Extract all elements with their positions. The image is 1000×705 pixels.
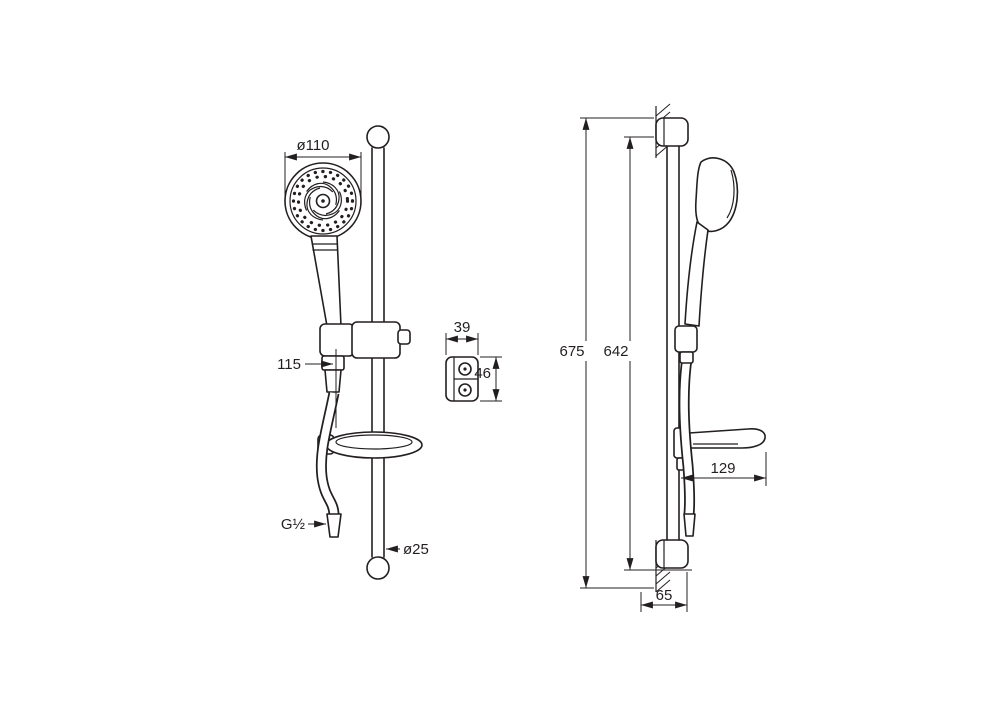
dimensions-front: ø110 115 39 46 G½ ø25 xyxy=(277,137,502,558)
handle-side xyxy=(684,221,709,327)
hose-side xyxy=(678,351,696,537)
shower-head-front xyxy=(284,162,362,240)
dim-bracket-height: 46 xyxy=(474,365,491,382)
hose-cone xyxy=(324,369,342,393)
dimensions-side: 675 642 129 65 xyxy=(559,117,767,612)
soap-dish-front xyxy=(317,431,423,459)
handle-cup xyxy=(319,323,355,357)
wall-bracket-detail xyxy=(445,356,479,402)
dim-thread-size: G½ xyxy=(281,516,306,533)
rail-bottom-knob xyxy=(366,556,390,580)
dim-bar-height: 642 xyxy=(603,343,628,360)
hose-end-fitting xyxy=(326,513,342,538)
wall-section xyxy=(655,103,671,593)
dim-head-diameter: ø110 xyxy=(296,137,329,154)
slider-knob xyxy=(397,329,411,345)
dim-dish-depth: 129 xyxy=(710,460,735,477)
top-mount xyxy=(655,117,689,147)
hose-nut xyxy=(321,355,345,371)
slider-knob-side xyxy=(679,351,694,364)
slider-side xyxy=(674,325,698,364)
dim-bracket-width: 39 xyxy=(454,319,471,336)
dim-rail-diameter: ø25 xyxy=(403,541,429,558)
front-view: ø110 115 39 46 G½ ø25 xyxy=(277,125,502,580)
dim-handle-offset: 115 xyxy=(277,356,301,373)
hose-end-fitting-side xyxy=(683,513,696,537)
dim-overall-height: 675 xyxy=(559,343,584,360)
bottom-mount xyxy=(655,539,689,569)
dim-wall-offset: 65 xyxy=(656,587,673,604)
wall-mounts-side xyxy=(655,117,689,569)
slider-bracket-front xyxy=(319,321,411,393)
side-view: 675 642 129 65 xyxy=(559,103,767,612)
nozzle-dots-outer xyxy=(291,169,355,233)
slider-body xyxy=(351,321,401,359)
handle-front xyxy=(310,235,342,327)
shower-head-side xyxy=(694,157,739,233)
nozzle-dots-inner xyxy=(296,174,350,228)
rail-top-knob xyxy=(366,125,390,149)
hose-front xyxy=(315,391,342,538)
